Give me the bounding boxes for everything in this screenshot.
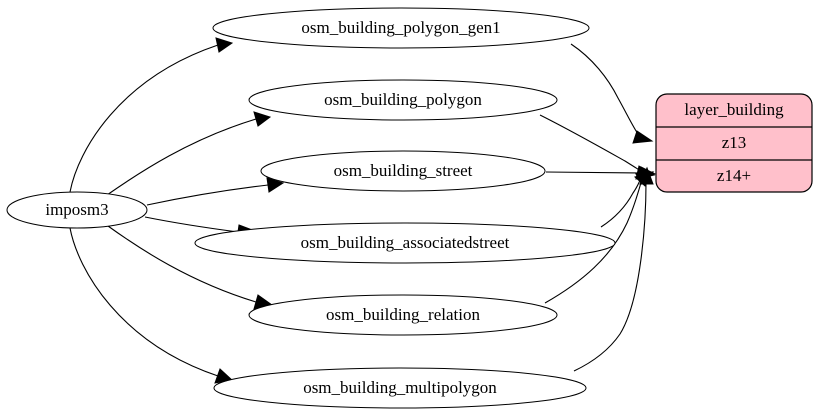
node-osm_building_street[interactable]: osm_building_street (260, 150, 546, 192)
node-layer_building[interactable]: layer_building z13 z14+ (655, 93, 813, 193)
node-osm_building_polygon_gen1-label: osm_building_polygon_gen1 (301, 18, 500, 37)
edge-group-tables-to-layer (539, 43, 657, 372)
layer-building-name-label: layer_building (684, 100, 784, 119)
edge-osm_building_polygon_gen1-to-zoom-z13 (570, 43, 654, 144)
layer-building-z13-label: z13 (722, 133, 747, 152)
node-osm_building_relation[interactable]: osm_building_relation (248, 294, 558, 336)
node-osm_building_multipolygon[interactable]: osm_building_multipolygon (213, 367, 587, 409)
node-osm_building_street-label: osm_building_street (334, 161, 473, 180)
edge-imposm3-to-osm_building_polygon_gen1 (69, 37, 234, 193)
edge-osm_building_polygon-to-zoom-z14 (539, 114, 656, 180)
layer-building-z14-label: z14+ (717, 166, 751, 185)
edge-imposm3-to-osm_building_street (146, 177, 285, 206)
edge-osm_building_multipolygon-to-zoom-z14 (573, 166, 654, 372)
node-osm_building_polygon-label: osm_building_polygon (324, 90, 482, 109)
node-osm_building_associatedstreet-label: osm_building_associatedstreet (301, 233, 510, 252)
node-osm_building_relation-label: osm_building_relation (326, 305, 480, 324)
node-osm_building_polygon_gen1[interactable]: osm_building_polygon_gen1 (212, 7, 590, 49)
node-osm_building_polygon[interactable]: osm_building_polygon (248, 79, 558, 121)
edge-imposm3-to-osm_building_multipolygon (69, 227, 234, 384)
layer-building-box[interactable] (655, 93, 813, 193)
node-osm_building_associatedstreet[interactable]: osm_building_associatedstreet (194, 222, 616, 264)
node-osm_building_multipolygon-label: osm_building_multipolygon (303, 378, 497, 397)
edge-imposm3-to-osm_building_polygon (106, 111, 272, 196)
node-imposm3-label: imposm3 (45, 200, 108, 219)
node-imposm3[interactable]: imposm3 (6, 191, 148, 229)
